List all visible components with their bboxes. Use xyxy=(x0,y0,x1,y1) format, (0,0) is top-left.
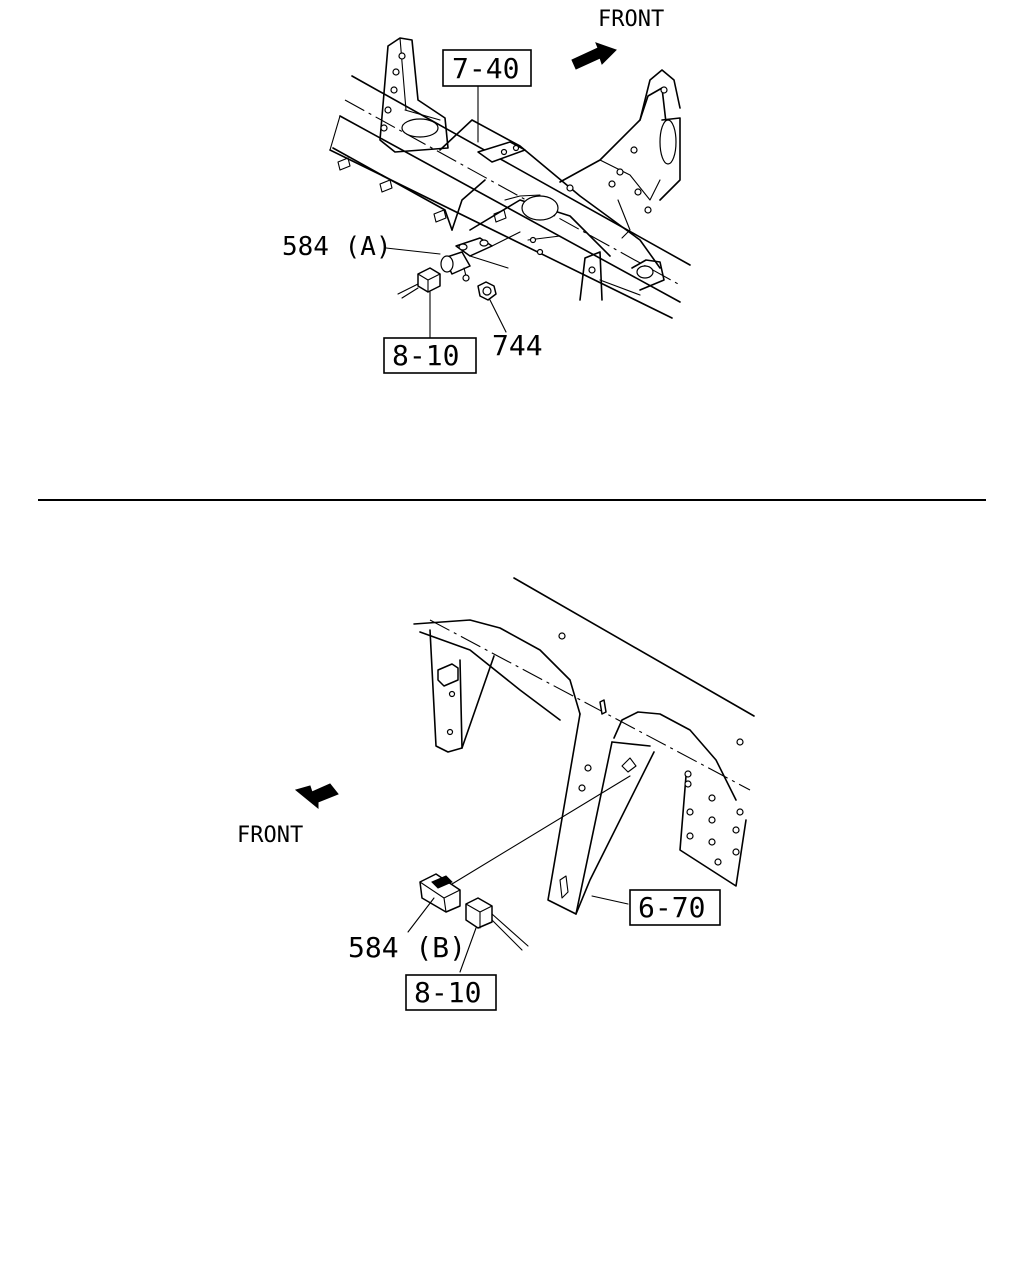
frame-pins xyxy=(332,147,665,301)
connector-top xyxy=(397,267,441,299)
sensor-584b xyxy=(419,873,461,913)
ref-box-crossmember[interactable]: 6-70 xyxy=(629,889,721,926)
leader-lines-top xyxy=(385,85,507,339)
bottom-view: FRONT 584 (B) 6-70 8-10 xyxy=(237,577,755,1011)
arrow-right-icon xyxy=(571,42,617,70)
connector-bottom xyxy=(465,897,529,951)
frame-side-rail xyxy=(329,75,691,319)
ref-box-harness-bottom-label: 8-10 xyxy=(414,976,481,1009)
front-label-top: FRONT xyxy=(598,7,664,32)
gusset-right xyxy=(679,770,747,887)
crossmember-bottom xyxy=(547,711,737,915)
ref-box-harness-top-label: 8-10 xyxy=(392,339,459,372)
ref-box-frame[interactable]: 7-40 xyxy=(442,49,532,87)
ref-box-harness-top[interactable]: 8-10 xyxy=(383,337,477,374)
label-744: 744 xyxy=(492,329,543,362)
ref-box-frame-label: 7-40 xyxy=(452,52,519,85)
frame-bracket-left xyxy=(379,37,449,153)
ref-box-harness-bottom[interactable]: 8-10 xyxy=(405,974,497,1011)
cross-member-top xyxy=(439,119,661,269)
top-view: FRONT xyxy=(282,7,691,374)
frame-bracket-right xyxy=(559,69,681,239)
arrow-left-icon xyxy=(294,783,339,810)
ref-box-crossmember-label: 6-70 xyxy=(638,891,705,924)
frame-rail-bottom xyxy=(413,577,755,791)
front-label-bottom: FRONT xyxy=(237,823,303,848)
label-584a: 584 (A) xyxy=(282,232,392,262)
install-line-bottom xyxy=(451,775,631,885)
hanger-left xyxy=(429,629,495,753)
nut-744 xyxy=(477,281,497,301)
label-584b: 584 (B) xyxy=(348,931,466,964)
sensor-584a xyxy=(440,231,521,282)
leader-lines-bottom xyxy=(407,895,629,973)
